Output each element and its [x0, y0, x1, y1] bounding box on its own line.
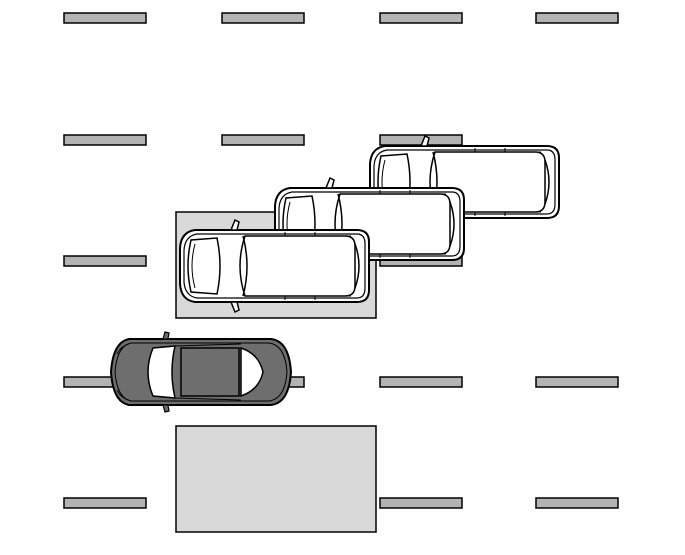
lane-marking — [221, 12, 305, 24]
lane-marking — [535, 497, 619, 509]
lane-marking — [379, 497, 463, 509]
lane-marking — [221, 134, 305, 146]
lane-marking — [63, 255, 147, 267]
sedan-top-view-icon — [110, 331, 292, 413]
lane-marking — [63, 134, 147, 146]
lane-marking — [63, 12, 147, 24]
lane-marking — [535, 376, 619, 388]
lane-marking — [63, 497, 147, 509]
lane-marking — [379, 134, 463, 146]
rear-detection-zone — [175, 425, 377, 533]
lane-marking — [379, 376, 463, 388]
lane-marking — [535, 12, 619, 24]
minivan-top-view-icon — [179, 219, 370, 313]
lane-marking — [379, 12, 463, 24]
